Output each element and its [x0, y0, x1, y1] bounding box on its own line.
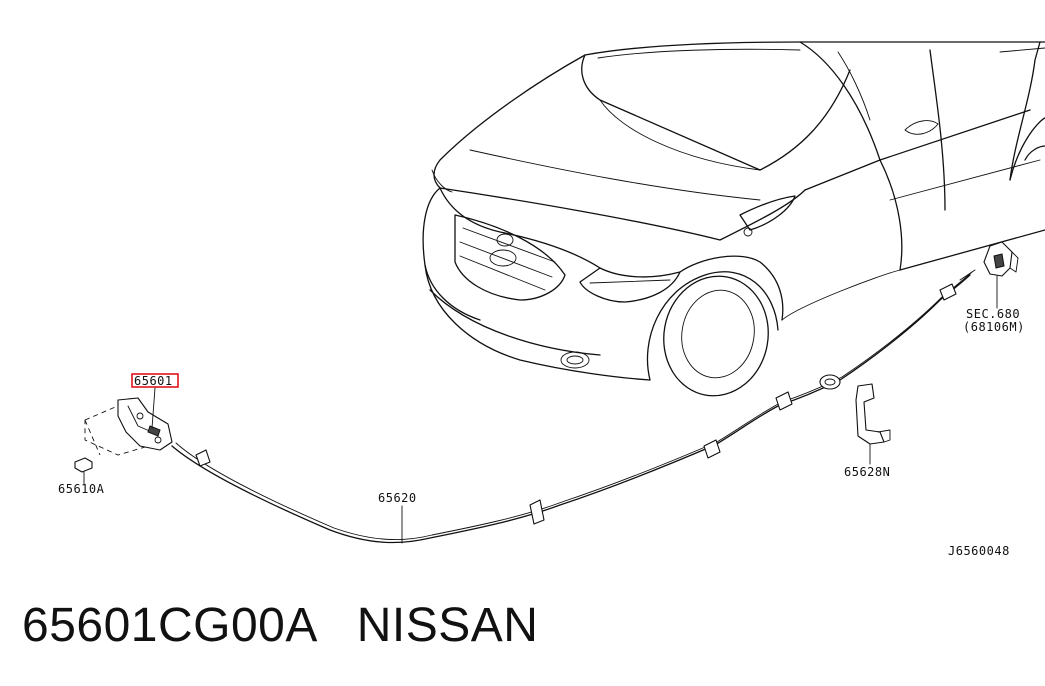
part-caption: 65601CG00A NISSAN — [22, 598, 538, 653]
highlight-box — [131, 373, 179, 388]
release-handle — [983, 241, 1019, 277]
callout-clip: 65628N — [844, 465, 890, 479]
part-number: 65601CG00A — [22, 599, 316, 652]
leader-lines — [83, 275, 998, 544]
hood-lock-assembly — [84, 397, 173, 456]
bolt-65610a — [74, 457, 93, 481]
hood-release-cable — [171, 269, 976, 544]
vehicle-illustration — [422, 41, 1045, 397]
callout-lock: 65601 — [134, 374, 173, 388]
clip-65628n — [855, 383, 891, 445]
callout-bolt: 65610A — [58, 482, 105, 496]
callout-sec: SEC.680 — [966, 307, 1020, 321]
callout-cable: 65620 — [378, 491, 417, 505]
diagram-ref-code: J6560048 — [948, 544, 1010, 558]
callout-sec-sub: (68106M) — [963, 320, 1025, 334]
brand-name: NISSAN — [356, 599, 539, 652]
